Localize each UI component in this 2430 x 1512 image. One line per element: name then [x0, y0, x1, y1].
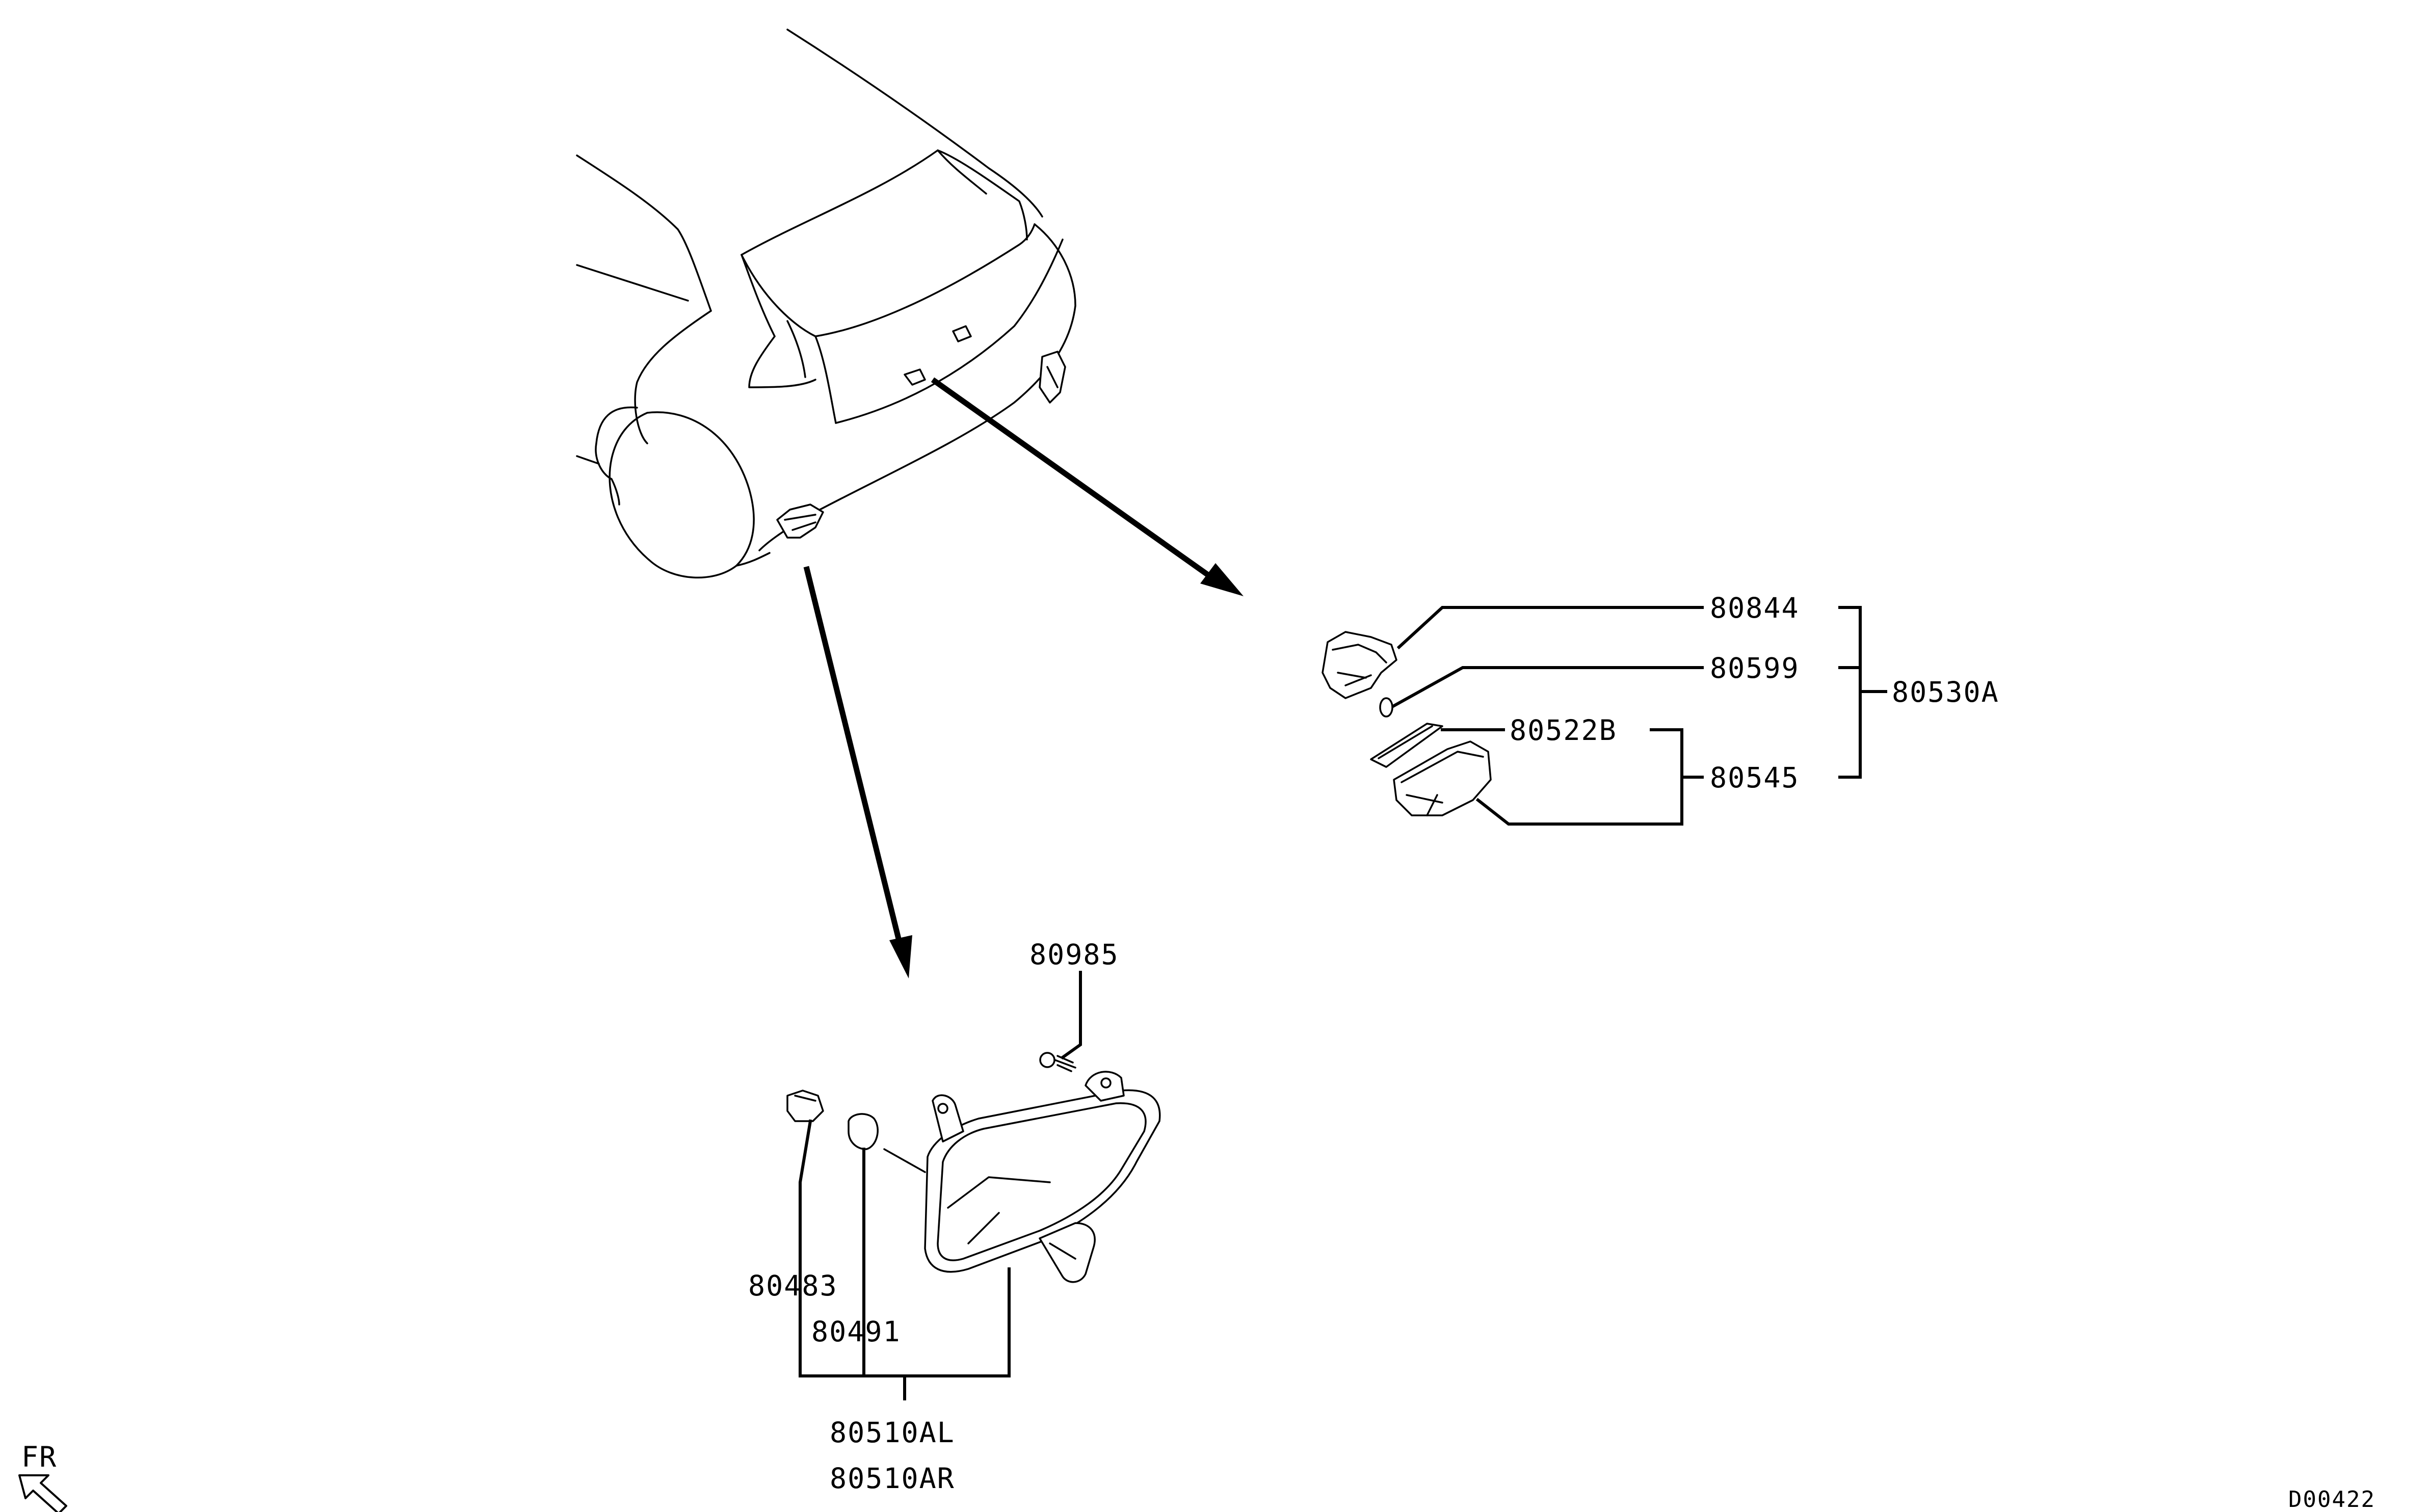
label-80510AR: 80510AR	[830, 1462, 955, 1495]
label-80545: 80545	[1710, 761, 1800, 794]
label-80522B: 80522B	[1510, 714, 1617, 747]
diagram-code: D00422	[2288, 1487, 2375, 1512]
license-lamp-parts	[1322, 631, 1492, 816]
part-labels: 80844 80599 80530A 80522B 80545 80985 80…	[748, 592, 1999, 1495]
front-direction-marker: FR	[18, 1441, 67, 1512]
front-direction-arrow-icon	[18, 1474, 67, 1512]
front-marker-label: FR	[21, 1441, 57, 1473]
label-80510AL: 80510AL	[830, 1416, 955, 1449]
label-80844: 80844	[1710, 592, 1800, 624]
leader-lines	[799, 606, 1887, 1400]
rear-lamp-parts	[786, 1052, 1161, 1283]
label-80530A: 80530A	[1892, 676, 1999, 708]
label-80491: 80491	[811, 1315, 901, 1348]
label-80985: 80985	[1029, 938, 1119, 971]
label-80599: 80599	[1710, 652, 1800, 684]
vehicle-rear-outline	[576, 29, 1076, 579]
detail-arrows	[803, 377, 1244, 978]
label-80483: 80483	[748, 1269, 838, 1302]
